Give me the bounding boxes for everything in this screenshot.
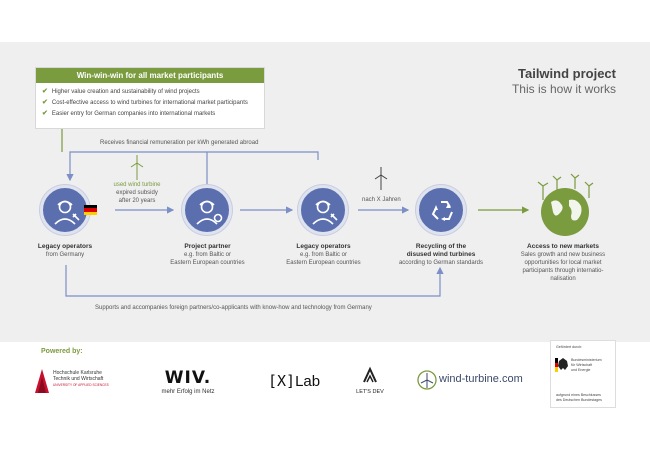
federal-eagle-icon (558, 358, 568, 370)
check-icon: ✔ (42, 88, 48, 95)
wind-turbine-icon (130, 155, 144, 180)
node-legacy-operators-germany (40, 185, 90, 235)
page-title: Tailwind project (518, 66, 616, 81)
worker-icon (312, 200, 338, 225)
worker-gear-icon (196, 200, 223, 225)
page-title-block: Tailwind project This is how it works (512, 66, 616, 96)
list-item: ✔Cost-effective access to wind turbines … (42, 99, 248, 106)
globe-turbines-icon (537, 173, 594, 236)
node-label: Legacy operators from Germany (37, 243, 93, 258)
letsdev-logo: LET'S DEV (355, 366, 385, 395)
federal-ministry-box: Gefördert durch: Bundesministerium für W… (550, 340, 616, 408)
node-label: Legacy operators e.g. from Baltic or Eas… (286, 243, 361, 266)
recycle-icon (431, 201, 453, 221)
node-legacy-operators-abroad (298, 185, 348, 235)
xlab-logo: [X]Lab (268, 372, 321, 390)
check-icon: ✔ (42, 99, 48, 106)
win-win-box: Win-win-win for all market participants … (35, 67, 265, 129)
turbine-circle-icon (417, 370, 437, 390)
used-turbine-label: used wind turbine (113, 182, 161, 188)
node-label: Access to new markets Sales growth and n… (520, 243, 606, 282)
support-label: Supports and accompanies foreign partner… (95, 305, 372, 311)
powered-by-label: Powered by: (33, 344, 91, 360)
win-win-title: Win-win-win for all market participants (36, 68, 264, 83)
win-win-list: ✔Higher value creation and sustainabilit… (36, 83, 264, 119)
after-years-label: nach X Jahren (362, 197, 401, 203)
remuneration-arrow-back (66, 151, 207, 182)
ministry-name: Bundesministerium für Wirtschaft und Ene… (571, 358, 602, 372)
support-arrow (65, 265, 444, 297)
node-project-partner (182, 185, 232, 235)
wiv-logo: WIV. mehr Erfolg im Netz (161, 368, 215, 395)
check-icon: ✔ (42, 110, 48, 117)
list-item: ✔Higher value creation and sustainabilit… (42, 88, 200, 95)
remuneration-arrow (206, 151, 319, 185)
page-subtitle: This is how it works (511, 82, 616, 96)
node-recycling (416, 185, 466, 235)
wind-turbine-icon (374, 167, 388, 190)
node-label: Project partner e.g. from Baltic or East… (170, 243, 245, 266)
hka-emblem-icon (35, 369, 49, 393)
worker-icon (54, 200, 80, 225)
node-label: Recycling of the disused wind turbines a… (398, 243, 484, 266)
letsdev-emblem-icon (363, 366, 377, 383)
ministry-resolution: aufgrund eines Beschlusses des Deutschen… (556, 393, 602, 402)
list-item: ✔Easier entry for German companies into … (42, 110, 216, 117)
remuneration-label: Receives financial remuneration per kWh … (100, 140, 259, 146)
used-turbine-sub: expired subsidy after 20 years (116, 190, 158, 204)
germany-flag-icon (84, 205, 97, 215)
